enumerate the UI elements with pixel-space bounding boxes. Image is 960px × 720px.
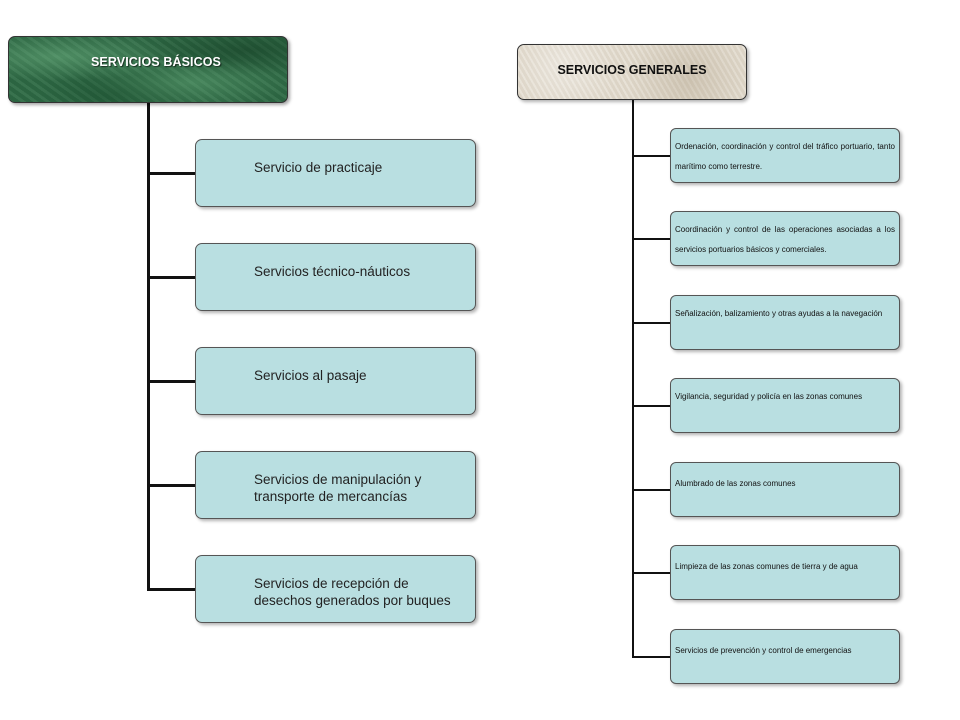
left-branch-line bbox=[147, 380, 195, 383]
general-service-box: Servicios de prevención y control de eme… bbox=[670, 629, 900, 684]
general-service-box: Limpieza de las zonas comunes de tierra … bbox=[670, 545, 900, 600]
left-branch-line bbox=[147, 276, 195, 279]
right-branch-line bbox=[632, 322, 670, 324]
left-branch-line bbox=[147, 484, 195, 487]
right-branch-line bbox=[632, 656, 670, 658]
basic-service-box: Servicios de manipulación y transporte d… bbox=[195, 451, 476, 519]
left-branch-line bbox=[147, 172, 195, 175]
general-service-box: Vigilancia, seguridad y policía en las z… bbox=[670, 378, 900, 433]
general-service-label: Señalización, balizamiento y otras ayuda… bbox=[675, 309, 883, 318]
general-service-label: Servicios de prevención y control de eme… bbox=[675, 646, 852, 655]
servicios-basicos-title: SERVICIOS BÁSICOS bbox=[91, 55, 221, 69]
general-service-label: Coordinación y control de las operacione… bbox=[675, 225, 895, 254]
basic-service-box: Servicio de practicaje bbox=[195, 139, 476, 207]
general-service-box: Señalización, balizamiento y otras ayuda… bbox=[670, 295, 900, 350]
general-service-label: Alumbrado de las zonas comunes bbox=[675, 479, 796, 488]
general-service-label: Ordenación, coordinación y control del t… bbox=[675, 142, 895, 171]
right-trunk-line bbox=[632, 100, 634, 657]
general-service-label: Limpieza de las zonas comunes de tierra … bbox=[675, 562, 858, 571]
right-branch-line bbox=[632, 238, 670, 240]
general-service-box: Coordinación y control de las operacione… bbox=[670, 211, 900, 266]
servicios-generales-header: SERVICIOS GENERALES bbox=[517, 44, 747, 100]
basic-service-label: Servicio de practicaje bbox=[254, 160, 383, 175]
right-branch-line bbox=[632, 155, 670, 157]
basic-service-label: Servicios técnico-náuticos bbox=[254, 264, 411, 279]
right-branch-line bbox=[632, 405, 670, 407]
basic-service-label: Servicios al pasaje bbox=[254, 368, 367, 383]
basic-service-label: Servicios de manipulación y transporte d… bbox=[254, 472, 422, 504]
right-branch-line bbox=[632, 489, 670, 491]
servicios-basicos-header: SERVICIOS BÁSICOS bbox=[8, 36, 288, 103]
general-service-label: Vigilancia, seguridad y policía en las z… bbox=[675, 392, 863, 401]
basic-service-box: Servicios técnico-náuticos bbox=[195, 243, 476, 311]
basic-service-label: Servicios de recepción de desechos gener… bbox=[254, 576, 451, 608]
basic-service-box: Servicios al pasaje bbox=[195, 347, 476, 415]
general-service-box: Ordenación, coordinación y control del t… bbox=[670, 128, 900, 183]
basic-service-box: Servicios de recepción de desechos gener… bbox=[195, 555, 476, 623]
left-trunk-line bbox=[147, 103, 150, 590]
servicios-generales-title: SERVICIOS GENERALES bbox=[557, 63, 707, 77]
general-service-box: Alumbrado de las zonas comunes bbox=[670, 462, 900, 517]
left-branch-line bbox=[147, 588, 195, 591]
right-branch-line bbox=[632, 572, 670, 574]
